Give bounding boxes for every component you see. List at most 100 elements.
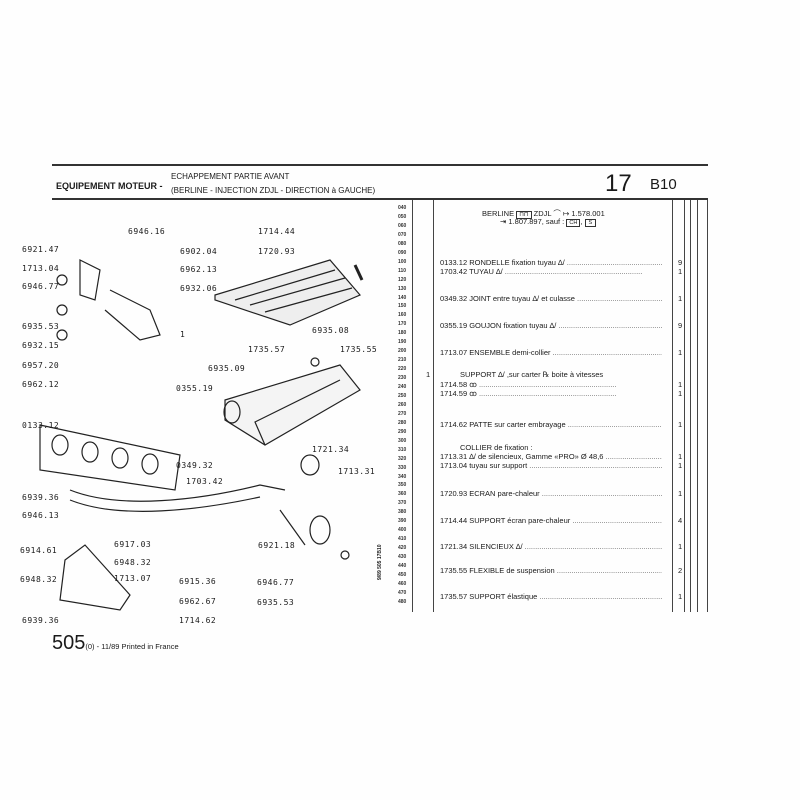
line-number: 410 — [398, 536, 407, 543]
engine-code: ZDJL — [533, 209, 552, 218]
footer: 505(0) - 11/89 Printed in France — [52, 632, 179, 655]
line-number: 300 — [398, 437, 407, 444]
diagram-callout: 6962.13 — [180, 265, 218, 274]
part-description: ꝏ — [469, 380, 477, 389]
part-description: GOUJON fixation tuyau ∆/ — [469, 321, 557, 330]
part-quantity: 1 — [678, 380, 683, 389]
part-quantity: 1 — [678, 294, 683, 303]
diagram-callout: 6917.03 — [114, 540, 152, 549]
part-quantity: 1 — [678, 489, 683, 498]
line-number: 270 — [398, 410, 407, 417]
page-title-line2: (BERLINE - INJECTION ZDJL - DIRECTION à … — [171, 186, 376, 195]
parts-row: 1714.58 ꝏ ..............................… — [440, 380, 617, 389]
column-rule — [697, 200, 698, 612]
line-number: 470 — [398, 589, 407, 596]
parts-row: 1714.62 PATTE sur carter embrayage .....… — [440, 420, 662, 429]
line-number: 420 — [398, 545, 407, 552]
part-description: SUPPORT élastique — [469, 592, 538, 601]
part-ref: 0349.32 — [440, 294, 468, 303]
diagram-callout: 6962.67 — [179, 597, 217, 606]
line-number: 200 — [398, 348, 407, 355]
diagram-callout: 6948.32 — [20, 575, 58, 584]
parts-row: 1713.04 tuyau sur support ..............… — [440, 461, 662, 470]
line-number: 050 — [398, 213, 407, 220]
part-quantity: 1 — [678, 452, 683, 461]
part-description: ENSEMBLE demi-collier — [469, 348, 551, 357]
line-number: 320 — [398, 455, 407, 462]
diagram-callout: 6948.32 — [114, 558, 152, 567]
part-description: FLEXIBLE de suspension — [469, 566, 555, 575]
diagram-callout: 1714.44 — [258, 227, 296, 236]
part-description: ꝏ — [469, 389, 477, 398]
brackets — [56, 259, 364, 611]
line-number: 290 — [398, 428, 407, 435]
diagram-callout: 6932.15 — [22, 341, 60, 350]
part-quantity: 4 — [678, 516, 683, 525]
part-quantity: 1 — [678, 389, 683, 398]
steering-icon: ⌒ ↦ — [553, 209, 570, 218]
parts-row: 1703.42 TUYAU ∆/ .......................… — [440, 267, 643, 276]
exhaust-manifold — [39, 424, 286, 512]
part-quantity: 1 — [678, 461, 683, 470]
parts-row: 1714.44 SUPPORT écran pare-chaleur .....… — [440, 516, 662, 525]
column-rule — [684, 200, 685, 612]
diagram-callout: 1720.93 — [258, 247, 296, 256]
line-number: 170 — [398, 321, 407, 328]
diagram-callout: 6915.36 — [179, 577, 217, 586]
line-number: 350 — [398, 482, 407, 489]
line-number: 260 — [398, 401, 407, 408]
line-number: 480 — [398, 598, 407, 605]
part-quantity: 1 — [678, 420, 683, 429]
part-ref: 1713.04 — [440, 461, 468, 470]
parts-row: 1714.59 ꝏ ..............................… — [440, 389, 617, 398]
part-ref: 1721.34 — [440, 542, 468, 551]
line-number: 140 — [398, 294, 407, 301]
line-number: 120 — [398, 276, 407, 283]
line-number: 210 — [398, 357, 407, 364]
diagram-callout: 6939.36 — [22, 616, 60, 625]
line-number: 090 — [398, 249, 407, 256]
serial-from: 1.578.001 — [571, 209, 605, 218]
line-number: 180 — [398, 330, 407, 337]
country-badge: S — [584, 219, 597, 227]
diagram-callout: 0355.19 — [176, 384, 214, 393]
line-number: 110 — [398, 267, 407, 274]
line-number: 390 — [398, 518, 407, 525]
line-number: 450 — [398, 571, 407, 578]
part-note: 1 — [426, 370, 431, 379]
column-rule — [672, 200, 673, 612]
diagram-callout: 6921.47 — [22, 245, 60, 254]
part-ref: 1714.62 — [440, 420, 468, 429]
model: BERLINE — [482, 209, 515, 218]
part-ref: 1713.31 — [440, 452, 468, 461]
line-number: 040 — [398, 205, 407, 211]
line-number: 310 — [398, 446, 407, 453]
part-quantity: 1 — [678, 592, 683, 601]
part-ref: 1713.07 — [440, 348, 468, 357]
diagram-callout: 1713.31 — [338, 467, 376, 476]
part-description: ∆/ de silencieux, Gamme «PRO» Ø 48,6 — [469, 452, 604, 461]
heat-shield — [214, 259, 361, 326]
line-number: 380 — [398, 509, 407, 516]
footer-print-info: (0) - 11/89 Printed in France — [85, 642, 179, 651]
line-number: 440 — [398, 563, 407, 569]
part-quantity: 1 — [678, 348, 683, 357]
line-number: 430 — [398, 554, 407, 561]
line-number: 400 — [398, 527, 407, 534]
parts-row: 1735.55 FLEXIBLE de suspension .........… — [440, 566, 662, 575]
part-ref: 0355.19 — [440, 321, 468, 330]
part-ref: 1735.55 — [440, 566, 468, 575]
line-number: 190 — [398, 339, 407, 346]
diagram-callout: 1703.42 — [186, 477, 224, 486]
muffler — [223, 364, 361, 446]
diagram-callout: 6957.20 — [22, 361, 60, 370]
line-number: 100 — [398, 258, 407, 265]
bodywork-icon: ⊓⊓ — [516, 211, 532, 219]
part-ref: 1714.59 — [440, 389, 468, 398]
country-badge: CH — [566, 219, 581, 227]
part-quantity: 1 — [678, 542, 683, 551]
diagram-callout: 6902.04 — [180, 247, 218, 256]
column-rule — [707, 200, 708, 612]
diagram-callout: 0133.12 — [22, 421, 60, 430]
line-number: 250 — [398, 392, 407, 399]
